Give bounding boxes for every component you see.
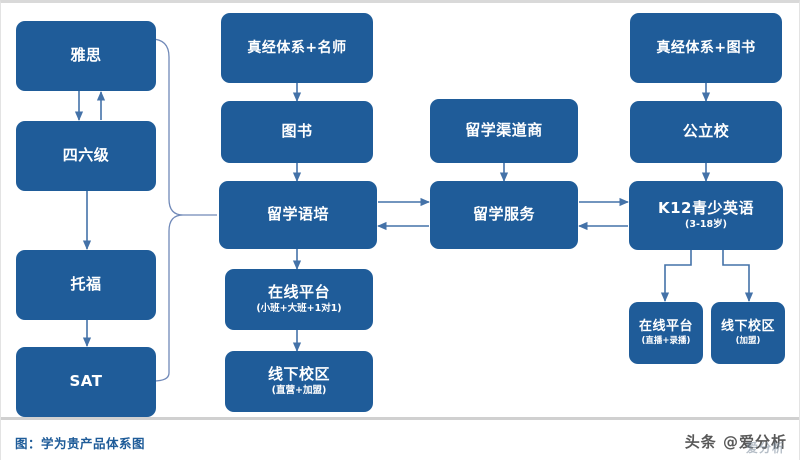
node-zhenjing-books[interactable]: 真经体系+图书 — [630, 13, 782, 83]
node-online-platform-sub: (小班+大班+1对1) — [256, 302, 342, 314]
node-offline-campus-title: 线下校区 — [267, 365, 330, 384]
node-cet-title: 四六级 — [62, 146, 110, 165]
node-ielts[interactable]: 雅思 — [16, 21, 156, 91]
node-offline-campus-sub: (直营+加盟) — [271, 384, 327, 396]
footer-bar: 图：学为贵产品体系图 头条 @爱分析 爱分析 — [1, 417, 799, 460]
node-abroad-channel[interactable]: 留学渠道商 — [430, 99, 578, 163]
node-abroad-training[interactable]: 留学语培 — [219, 181, 377, 249]
node-zhenjing-books-title: 真经体系+图书 — [656, 39, 756, 56]
node-toefl-title: 托福 — [70, 275, 102, 294]
node-abroad-training-title: 留学语培 — [266, 205, 329, 224]
node-sat-title: SAT — [69, 372, 103, 391]
node-abroad-channel-title: 留学渠道商 — [465, 121, 543, 140]
node-sat[interactable]: SAT — [16, 347, 156, 417]
connector-layer — [61, 38, 754, 382]
node-cet[interactable]: 四六级 — [16, 121, 156, 191]
node-k12-online[interactable]: 在线平台 (直播+录播) — [629, 302, 703, 364]
node-abroad-service-title: 留学服务 — [472, 205, 535, 224]
node-online-platform[interactable]: 在线平台 (小班+大班+1对1) — [225, 269, 373, 330]
node-zhenjing-teacher-title: 真经体系+名师 — [247, 39, 347, 56]
arrow-k12-to-offline — [722, 250, 754, 302]
node-public-school[interactable]: 公立校 — [630, 101, 782, 163]
node-k12-online-title: 在线平台 — [638, 318, 693, 334]
watermark-text: 头条 @爱分析 — [684, 433, 787, 451]
arrow-k12-to-online — [660, 250, 692, 302]
node-public-school-title: 公立校 — [682, 122, 730, 141]
node-ielts-title: 雅思 — [70, 46, 102, 65]
node-k12-english[interactable]: K12青少英语 (3-18岁) — [629, 181, 783, 250]
node-offline-campus[interactable]: 线下校区 (直营+加盟) — [225, 351, 373, 412]
node-toefl[interactable]: 托福 — [16, 250, 156, 320]
watermark-ghost-text: 爱分析 — [745, 441, 785, 455]
node-zhenjing-teacher[interactable]: 真经体系+名师 — [221, 13, 373, 83]
node-k12-offline-title: 线下校区 — [720, 318, 775, 334]
node-k12-offline-sub: (加盟) — [735, 335, 761, 346]
figure-caption: 图：学为贵产品体系图 — [15, 436, 146, 451]
node-books[interactable]: 图书 — [221, 101, 373, 163]
node-books-title: 图书 — [281, 122, 313, 141]
node-k12-english-sub: (3-18岁) — [685, 218, 727, 230]
node-k12-offline[interactable]: 线下校区 (加盟) — [711, 302, 785, 364]
node-abroad-service[interactable]: 留学服务 — [430, 181, 578, 249]
node-online-platform-title: 在线平台 — [267, 283, 330, 302]
node-k12-online-sub: (直播+录播) — [641, 335, 691, 346]
diagram-area: 雅思 四六级 托福 SAT 真经体系+名师 图书 留学语培 在线平台 (小班+大… — [1, 3, 799, 417]
node-k12-english-title: K12青少英语 — [658, 199, 754, 218]
